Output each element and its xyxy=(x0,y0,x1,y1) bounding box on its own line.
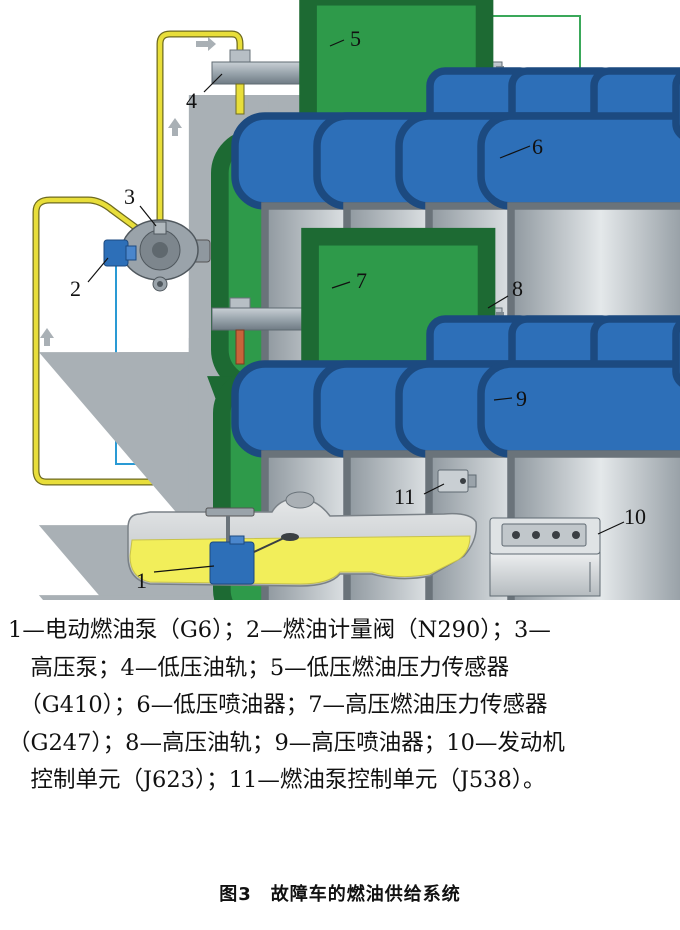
callout-10: 10 xyxy=(624,504,646,529)
legend-line-2: 高压泵；4—低压油轨；5—低压燃油压力传感器 xyxy=(8,654,510,681)
legend-line-4: （G247）；8—高压油轨；9—高压喷油器；10—发动机 xyxy=(8,729,565,756)
fuel-metering-valve xyxy=(103,239,137,267)
high-pressure-pump xyxy=(121,219,211,292)
figure-caption: 图3 故障车的燃油供给系统 xyxy=(219,884,461,905)
callout-4: 4 xyxy=(186,88,197,113)
engine-control-unit xyxy=(489,517,601,597)
callout-leaders xyxy=(87,39,625,573)
fuel-tank xyxy=(127,491,477,587)
callout-8: 8 xyxy=(512,276,523,301)
component-legend: 1—电动燃油泵（G6）；2—燃油计量阀（N290）；3— 高压泵；4—低压油轨；… xyxy=(8,612,672,800)
legend-line-3: （G410）；6—低压喷油器；7—高压燃油压力传感器 xyxy=(8,692,548,719)
callout-1: 1 xyxy=(136,568,147,593)
callout-9: 9 xyxy=(516,386,527,411)
fuel-system-diagram: 1 2 3 4 5 6 7 8 9 10 11 xyxy=(32,0,680,600)
legend-line-1: 1—电动燃油泵（G6）；2—燃油计量阀（N290）；3— xyxy=(8,617,551,643)
callout-5: 5 xyxy=(350,26,361,51)
fuel-pump-control-unit xyxy=(437,469,477,493)
callout-3: 3 xyxy=(124,184,135,209)
callout-6: 6 xyxy=(532,134,543,159)
callout-11: 11 xyxy=(394,484,415,509)
flow-arrows xyxy=(38,37,680,600)
callout-labels: 1 2 3 4 5 6 7 8 9 10 11 xyxy=(70,26,646,593)
callout-2: 2 xyxy=(70,276,81,301)
legend-line-5: 控制单元（J623）；11—燃油泵控制单元（J538）。 xyxy=(8,767,546,794)
callout-7: 7 xyxy=(356,268,367,293)
